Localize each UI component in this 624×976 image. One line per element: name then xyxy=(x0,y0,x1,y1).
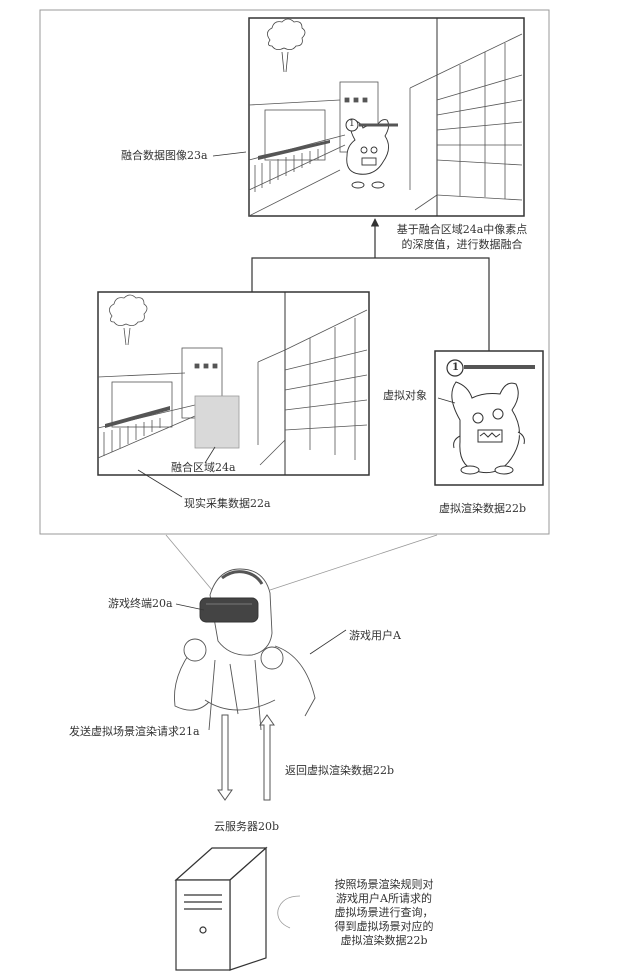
fusion-basis-line-1: 基于融合区域24a中像素点 xyxy=(396,223,528,236)
virtual-object-label: 虚拟对象 xyxy=(383,389,427,402)
fusion-basis-line-2: 的深度值，进行数据融合 xyxy=(401,238,523,251)
virtual-data-panel xyxy=(434,350,544,486)
server-note-line-1: 按照场景渲染规则对 xyxy=(334,878,434,891)
cloud-server-tower xyxy=(174,846,268,971)
server-note: 按照场景渲染规则对 游戏用户A所请求的 虚拟场景进行查询， 得到虚拟场景对应的 … xyxy=(318,878,450,948)
real-data-panel xyxy=(97,291,370,476)
game-user-label: 游戏用户A xyxy=(349,629,401,642)
virtual-data-label: 虚拟渲染数据22b xyxy=(439,502,527,515)
fusion-flow-lines xyxy=(251,218,490,351)
server-note-line-5: 虚拟渲染数据22b xyxy=(340,934,428,947)
cloud-server-label: 云服务器20b xyxy=(214,820,280,833)
game-terminal-label: 游戏终端20a xyxy=(108,597,173,610)
server-note-line-2: 游戏用户A所请求的 xyxy=(336,892,432,905)
return-data-label: 返回虚拟渲染数据22b xyxy=(285,764,395,777)
fusion-region-box xyxy=(194,395,240,449)
server-note-line-3: 虚拟场景进行查询， xyxy=(334,906,434,919)
fusion-basis-note: 基于融合区域24a中像素点 的深度值，进行数据融合 xyxy=(382,222,542,252)
fusion-image-label: 融合数据图像23a xyxy=(121,149,208,162)
game-user-figure xyxy=(174,568,316,731)
badge-number-top: 1 xyxy=(349,119,355,129)
badge-number-virtual: 1 xyxy=(452,362,459,373)
fusion-image-panel xyxy=(248,17,525,217)
response-arrow xyxy=(259,714,275,801)
request-arrow xyxy=(217,714,233,801)
send-request-label: 发送虚拟场景渲染请求21a xyxy=(69,725,200,738)
real-data-label: 现实采集数据22a xyxy=(184,497,271,510)
fusion-region-label: 融合区域24a xyxy=(171,461,236,474)
outer-frame xyxy=(39,9,550,535)
server-note-line-4: 得到虚拟场景对应的 xyxy=(334,920,434,933)
